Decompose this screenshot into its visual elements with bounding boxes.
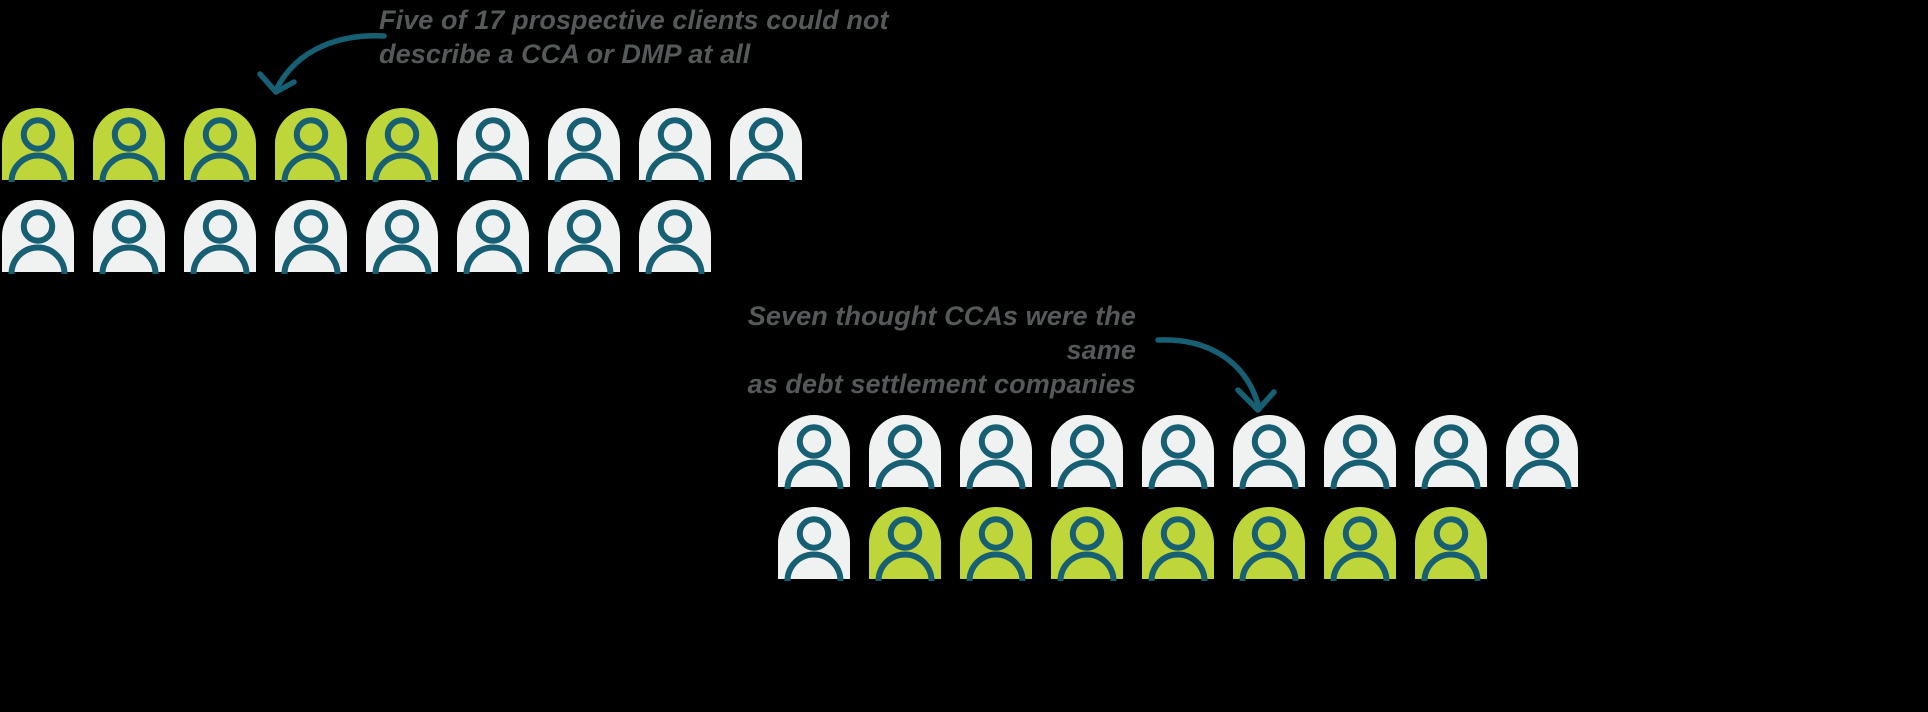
person-icon bbox=[1233, 415, 1305, 489]
person-icon bbox=[778, 415, 850, 489]
pictogram-row bbox=[776, 505, 1595, 581]
pictogram-person-neutral bbox=[1049, 413, 1140, 489]
person-icon bbox=[960, 507, 1032, 581]
person-icon bbox=[778, 507, 850, 581]
pictogram-person-neutral bbox=[1504, 413, 1595, 489]
person-icon bbox=[1051, 415, 1123, 489]
pictogram-person-neutral bbox=[776, 413, 867, 489]
pictogram-person-neutral bbox=[455, 106, 546, 182]
person-icon bbox=[1415, 415, 1487, 489]
person-icon bbox=[366, 200, 438, 274]
pictogram-person-highlight bbox=[0, 106, 91, 182]
pictogram-person-highlight bbox=[1140, 505, 1231, 581]
pictogram-person-neutral bbox=[776, 505, 867, 581]
pictogram-person-neutral bbox=[0, 198, 91, 274]
person-icon bbox=[869, 415, 941, 489]
pictogram-person-neutral bbox=[182, 198, 273, 274]
person-icon bbox=[1324, 415, 1396, 489]
pictogram-person-neutral bbox=[1140, 413, 1231, 489]
curved-arrow-down-left-icon bbox=[257, 33, 387, 95]
person-icon bbox=[1142, 507, 1214, 581]
person-icon bbox=[93, 200, 165, 274]
pictogram-person-neutral bbox=[546, 198, 637, 274]
pictogram-person-highlight bbox=[91, 106, 182, 182]
person-icon bbox=[869, 507, 941, 581]
person-icon bbox=[275, 200, 347, 274]
annotation-text-cannot-describe: Five of 17 prospective clients could not… bbox=[379, 5, 889, 69]
annotation-text-same-as-debt-settlement: Seven thought CCAs were the same as debt… bbox=[747, 301, 1136, 399]
pictogram-person-neutral bbox=[958, 413, 1049, 489]
pictogram-person-neutral bbox=[728, 106, 819, 182]
person-icon bbox=[1233, 507, 1305, 581]
pictogram-person-neutral bbox=[637, 106, 728, 182]
pictogram-person-highlight bbox=[1231, 505, 1322, 581]
person-icon bbox=[2, 108, 74, 182]
person-icon bbox=[730, 108, 802, 182]
pictogram-row bbox=[0, 198, 819, 274]
person-icon bbox=[1142, 415, 1214, 489]
person-icon bbox=[639, 200, 711, 274]
pictogram-person-neutral bbox=[364, 198, 455, 274]
person-icon bbox=[457, 108, 529, 182]
pictogram-group-same-as-debt-settlement bbox=[776, 413, 1595, 581]
person-icon bbox=[639, 108, 711, 182]
pictogram-person-highlight bbox=[1049, 505, 1140, 581]
pictogram-group-cannot-describe bbox=[0, 106, 819, 274]
pictogram-person-neutral bbox=[1322, 413, 1413, 489]
pictogram-person-highlight bbox=[182, 106, 273, 182]
person-icon bbox=[960, 415, 1032, 489]
pictogram-row bbox=[0, 106, 819, 182]
person-icon bbox=[1506, 415, 1578, 489]
pictogram-person-neutral bbox=[91, 198, 182, 274]
person-icon bbox=[2, 200, 74, 274]
pictogram-person-highlight bbox=[867, 505, 958, 581]
person-icon bbox=[184, 108, 256, 182]
person-icon bbox=[366, 108, 438, 182]
pictogram-person-neutral bbox=[637, 198, 728, 274]
pictogram-person-highlight bbox=[958, 505, 1049, 581]
person-icon bbox=[548, 108, 620, 182]
person-icon bbox=[548, 200, 620, 274]
person-icon bbox=[457, 200, 529, 274]
person-icon bbox=[1051, 507, 1123, 581]
pictogram-person-highlight bbox=[364, 106, 455, 182]
pictogram-person-neutral bbox=[546, 106, 637, 182]
pictogram-person-neutral bbox=[867, 413, 958, 489]
pictogram-row bbox=[776, 413, 1595, 489]
pictogram-person-neutral bbox=[1413, 413, 1504, 489]
person-icon bbox=[275, 108, 347, 182]
pictogram-person-highlight bbox=[273, 106, 364, 182]
pictogram-person-neutral bbox=[455, 198, 546, 274]
pictogram-person-highlight bbox=[1413, 505, 1504, 581]
pictogram-person-neutral bbox=[273, 198, 364, 274]
person-icon bbox=[1415, 507, 1487, 581]
person-icon bbox=[184, 200, 256, 274]
pictogram-person-highlight bbox=[1322, 505, 1413, 581]
person-icon bbox=[93, 108, 165, 182]
person-icon bbox=[1324, 507, 1396, 581]
pictogram-person-neutral bbox=[1231, 413, 1322, 489]
